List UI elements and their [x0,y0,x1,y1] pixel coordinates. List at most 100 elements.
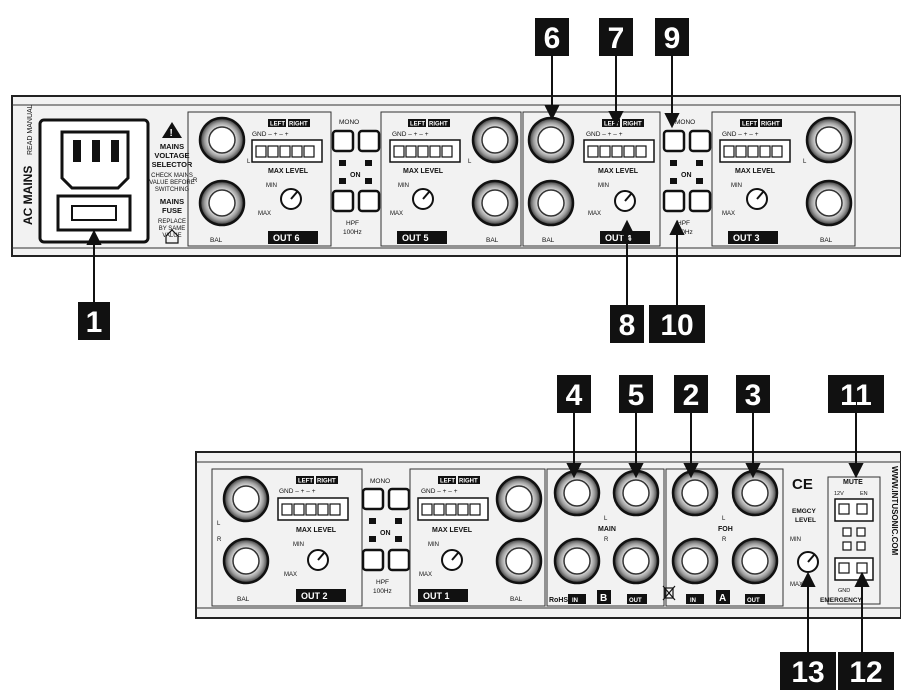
callout-5: 5 [619,375,653,413]
read-manual-label: READ MANUAL [27,104,34,155]
callout-4-label: 4 [566,379,583,412]
in-label: IN [690,598,696,604]
hpf-switch-out6 [331,189,355,213]
out4-label: OUT 4 [605,233,632,243]
hpf-switch-out5 [357,189,381,213]
out-label: OUT [747,598,760,604]
emergency-label: EMERGENCY [820,597,863,604]
min-label: MIN [731,183,742,189]
left-label: LEFT [440,479,455,485]
check-mains-line1: CHECK MAINS [151,173,193,179]
callout-7: 7 [599,18,633,56]
out5-block [380,111,522,247]
bal-label: BAL [486,237,499,244]
out4-block [522,111,661,247]
gnd-label: GND [838,588,850,594]
top-rear-panel: AC MAINS READ MANUAL ! MAINS VOLTAGE SEL… [11,95,901,257]
r-label: R [217,537,222,543]
house-icon [165,229,179,244]
mains-fuse-line2: FUSE [162,206,182,215]
min-label: MIN [293,542,304,548]
r-label: R [722,537,727,543]
gnd-pins-label: GND – + – + [279,488,316,495]
en-label: EN [860,491,868,497]
ce-mark: CE [792,476,813,493]
left-label: LEFT [298,479,313,485]
bal-label: BAL [210,237,223,244]
callout-3-label: 3 [745,379,762,412]
min-label: MIN [790,537,801,543]
hpf-label: HPF [346,220,359,227]
b-label: B [600,593,607,604]
foh-label: FOH [718,526,733,533]
out3-block [711,111,856,247]
emgcy-label: EMGCY [792,508,817,515]
mono-switch-out5 [357,129,381,153]
min-label: MIN [266,183,277,189]
callout-3: 3 [736,375,770,413]
bal-label: BAL [510,596,523,603]
mono-switch-out3 [688,129,712,153]
mono-switch-out1 [387,487,411,511]
left-label: LEFT [410,122,425,128]
mono-label: MONO [370,478,390,485]
out2-block [211,468,363,607]
callout-1: 1 [78,302,110,340]
a-label: A [719,593,726,604]
out6-block [187,111,332,247]
right-label: RIGHT [317,479,336,485]
right-label: RIGHT [289,122,308,128]
callout-4: 4 [557,375,591,413]
max-label: MAX [258,211,271,217]
max-label: MAX [284,572,297,578]
min-label: MIN [398,183,409,189]
bal-label: BAL [820,237,833,244]
max-level-label: MAX LEVEL [403,168,444,175]
mono-label: MONO [675,119,695,126]
hpf-switch-out4 [662,189,686,213]
mains-label: MAINS [160,142,184,151]
mute-emergency-block [827,476,881,605]
gnd-pins-label: GND – + – + [421,488,458,495]
max-level-label: MAX LEVEL [296,527,337,534]
out2-label: OUT 2 [301,591,328,601]
max-label: MAX [419,572,432,578]
hpf-switch-out3 [688,189,712,213]
out1-label: OUT 1 [423,591,450,601]
callout-9-label: 9 [664,22,681,55]
l-label: L [247,159,251,165]
mono-switch-out2 [361,487,385,511]
min-label: MIN [428,542,439,548]
out1-block [409,468,546,607]
callout-8: 8 [610,305,644,343]
selector-label: SELECTOR [152,160,193,169]
right-label: RIGHT [429,122,448,128]
replace-line3: VALUE [162,233,181,239]
l-label: L [468,159,472,165]
ac-mains-label: AC MAINS [21,166,35,225]
max-level-label: MAX LEVEL [735,168,776,175]
callout-6: 6 [535,18,569,56]
max-level-label: MAX LEVEL [268,168,309,175]
callout-6-label: 6 [544,22,561,55]
callout-7-label: 7 [608,22,625,55]
max-level-label: MAX LEVEL [598,168,639,175]
out3-label: OUT 3 [733,233,760,243]
callout-11: 11 [828,375,884,413]
callout-markers: 1 6 7 9 8 10 4 5 2 3 11 13 12 [78,18,894,690]
min-label: MIN [598,183,609,189]
max-level-label: MAX LEVEL [432,527,473,534]
left-label: LEFT [604,122,619,128]
mains-fuse-line1: MAINS [160,197,184,206]
r-label: R [193,178,198,184]
main-input-block [546,468,665,607]
out-label: OUT [629,598,642,604]
mono-switch-out6 [331,129,355,153]
foh-input-block [665,468,784,607]
hpf-switch-out1 [387,548,411,572]
hpf-label: HPF [376,579,389,586]
left-label: LEFT [270,122,285,128]
main-label: MAIN [598,526,616,533]
right-label: RIGHT [623,122,642,128]
